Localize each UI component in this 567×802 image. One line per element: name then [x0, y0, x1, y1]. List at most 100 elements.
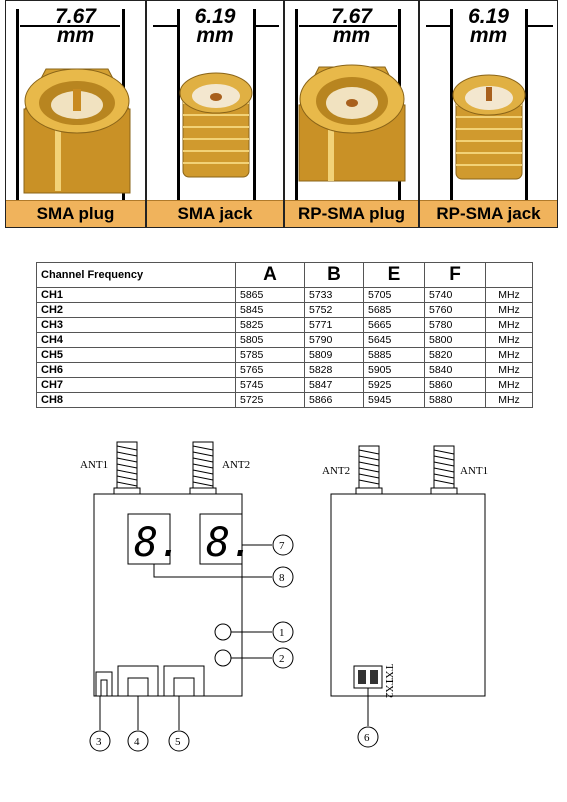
- freq-cell-a: 5805: [235, 332, 305, 348]
- svg-text:6: 6: [364, 732, 370, 744]
- freq-cell-a: 5825: [235, 317, 305, 333]
- table-row: CH4 5805 5790 5645 5800 MHz: [36, 332, 533, 348]
- freq-cell-f: 5840: [424, 362, 486, 378]
- table-row: CH1 5865 5733 5705 5740 MHz: [36, 287, 533, 303]
- freq-cell-b: 5733: [304, 287, 364, 303]
- dimension-arrow: [299, 25, 397, 27]
- dimension-arrow-left: [426, 25, 452, 27]
- header-col-e: E: [363, 262, 425, 288]
- antenna-connector-icon: [189, 441, 217, 495]
- antenna-connector-icon: [355, 445, 383, 495]
- rp-sma-plug-icon: [298, 64, 406, 182]
- channel-cell: CH4: [36, 332, 236, 348]
- svg-text:1: 1: [279, 627, 285, 639]
- unit-cell: MHz: [485, 302, 533, 318]
- freq-cell-b: 5752: [304, 302, 364, 318]
- channel-cell: CH1: [36, 287, 236, 303]
- freq-cell-b: 5847: [304, 377, 364, 393]
- antenna-label-left: ANT2: [322, 465, 350, 477]
- unit-cell: MHz: [485, 287, 533, 303]
- dimension-tick-left: [450, 9, 453, 209]
- antenna-label-left: ANT1: [80, 459, 108, 471]
- freq-cell-a: 5765: [235, 362, 305, 378]
- freq-cell-e: 5705: [363, 287, 425, 303]
- freq-cell-a: 5785: [235, 347, 305, 363]
- dimension-tick-left: [16, 9, 19, 209]
- unit-cell: MHz: [485, 362, 533, 378]
- unit-cell: MHz: [485, 392, 533, 408]
- header-col-f: F: [424, 262, 486, 288]
- dimension-tick-right: [253, 9, 256, 209]
- freq-cell-f: 5780: [424, 317, 486, 333]
- dimension-arrow-right: [527, 25, 553, 27]
- antenna-label-right: ANT2: [222, 459, 250, 471]
- back-view-diagram: ANT2 ANT1 TX1 TX2 6: [322, 445, 488, 748]
- table-row: CH8 5725 5866 5945 5880 MHz: [36, 392, 533, 408]
- dimension-tick-right: [525, 9, 528, 209]
- antenna-connector-icon: [430, 445, 458, 495]
- freq-cell-b: 5809: [304, 347, 364, 363]
- callout-2: [272, 647, 294, 669]
- sma-jack-icon: [179, 72, 253, 178]
- svg-text:5: 5: [175, 736, 181, 748]
- header-col-b: B: [304, 262, 364, 288]
- table-row: CH6 5765 5828 5905 5840 MHz: [36, 362, 533, 378]
- channel-cell: CH3: [36, 317, 236, 333]
- table-row: CH5 5785 5809 5885 5820 MHz: [36, 347, 533, 363]
- unit-cell: MHz: [485, 347, 533, 363]
- front-view-diagram: ANT1 ANT2 8. 8. 7 8 1 2 3: [80, 441, 294, 752]
- dimension-arrow: [20, 25, 120, 27]
- rp-sma-jack-icon: [452, 74, 526, 180]
- digit-icon: 8.: [134, 520, 182, 566]
- led-icon: [214, 649, 232, 667]
- freq-cell-f: 5760: [424, 302, 486, 318]
- dimension-arrow-left: [153, 25, 179, 27]
- freq-cell-e: 5685: [363, 302, 425, 318]
- channel-cell: CH6: [36, 362, 236, 378]
- callout-4: [127, 730, 149, 752]
- freq-cell-a: 5745: [235, 377, 305, 393]
- antenna-connector-icon: [113, 441, 141, 495]
- table-row: CH2 5845 5752 5685 5760 MHz: [36, 302, 533, 318]
- dimension-tick-left: [295, 9, 298, 209]
- freq-cell-b: 5866: [304, 392, 364, 408]
- svg-text:7: 7: [279, 540, 285, 552]
- freq-cell-e: 5665: [363, 317, 425, 333]
- callout-3: [89, 730, 111, 752]
- connector-label: SMA plug: [6, 200, 145, 227]
- svg-text:8: 8: [279, 572, 285, 584]
- seven-segment-display: [199, 513, 243, 565]
- svg-text:3: 3: [96, 736, 102, 748]
- freq-cell-b: 5790: [304, 332, 364, 348]
- freq-cell-f: 5800: [424, 332, 486, 348]
- switch-label-tx1: TX1: [383, 664, 395, 684]
- connector-label: RP-SMA plug: [285, 200, 418, 227]
- digit-icon: 8.: [206, 520, 254, 566]
- unit-cell: MHz: [485, 377, 533, 393]
- freq-cell-e: 5905: [363, 362, 425, 378]
- svg-text:2: 2: [279, 653, 285, 665]
- freq-cell-f: 5820: [424, 347, 486, 363]
- receiver-diagrams: ANT1 ANT2 8. 8. 7 8 1 2 3: [80, 441, 488, 752]
- callout-6: [357, 726, 379, 748]
- svg-text:4: 4: [134, 736, 140, 748]
- freq-cell-a: 5725: [235, 392, 305, 408]
- button-icon: [214, 623, 232, 641]
- seven-segment-display: [127, 513, 171, 565]
- dimension-arrow-right: [255, 25, 279, 27]
- callout-7: [272, 534, 294, 556]
- callout-8: [272, 566, 294, 588]
- unit-cell: MHz: [485, 332, 533, 348]
- freq-cell-b: 5771: [304, 317, 364, 333]
- callout-1: [272, 621, 294, 643]
- dimension-tick-left: [177, 9, 180, 209]
